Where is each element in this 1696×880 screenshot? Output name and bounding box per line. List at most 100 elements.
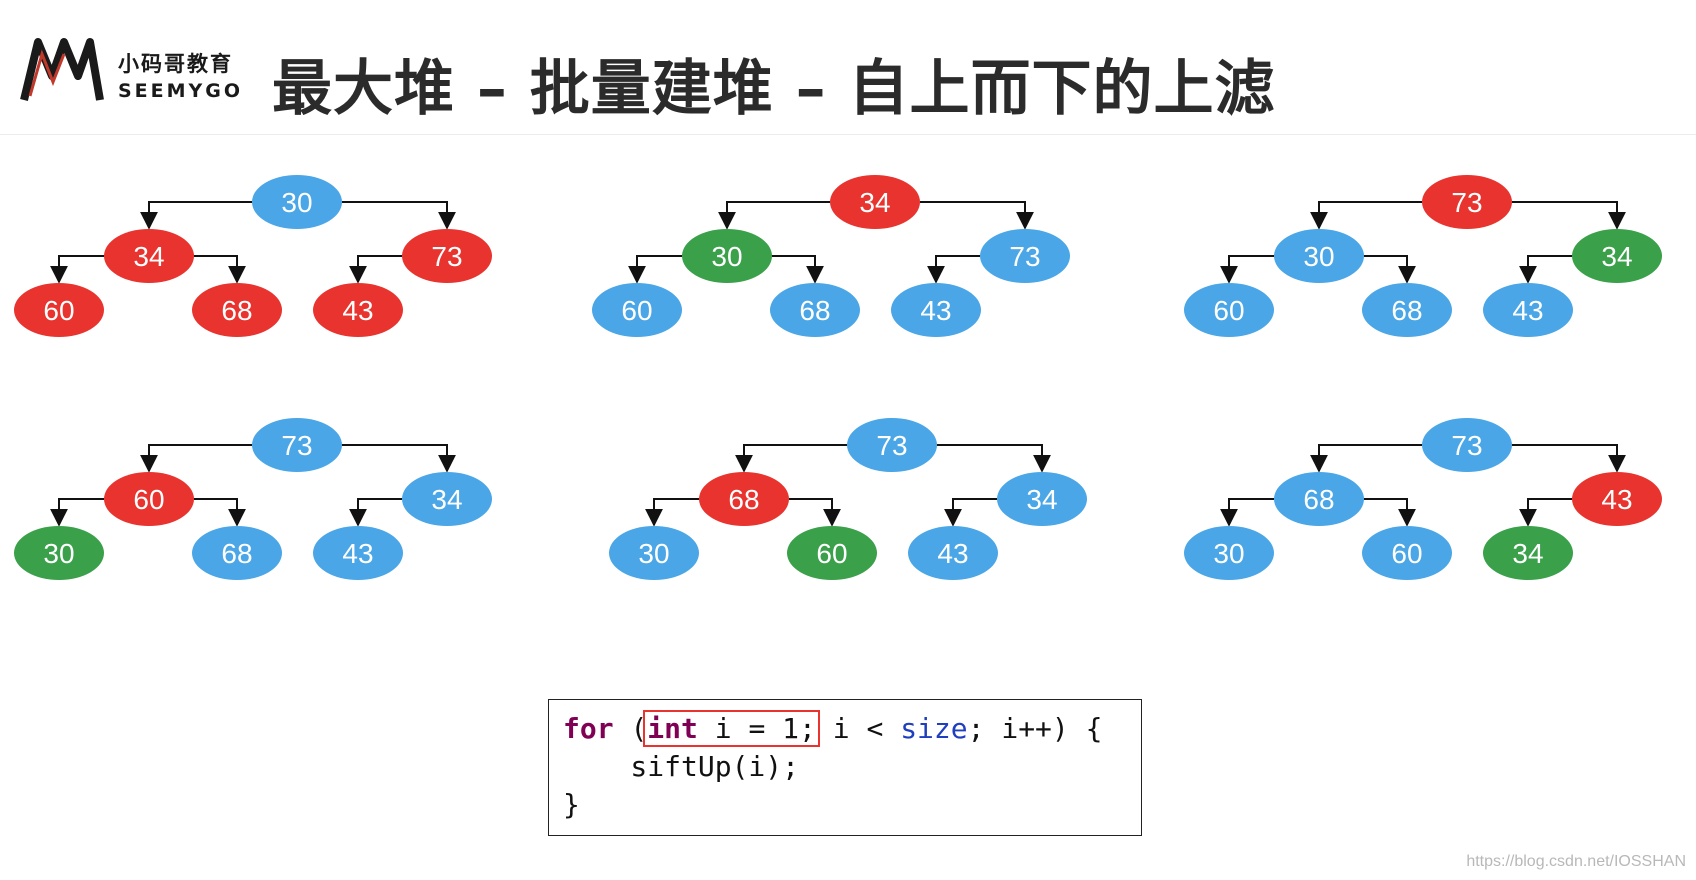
code-keyword-int: int: [647, 712, 698, 745]
tree-node-value: 43: [342, 538, 373, 569]
tree-node: [1362, 526, 1452, 580]
tree-node: [1274, 229, 1364, 283]
tree-node-value: 73: [1451, 430, 1482, 461]
csdn-watermark: https://blog.csdn.net/IOSSHAN: [1466, 853, 1686, 870]
tree-node-value: 30: [711, 241, 742, 272]
tree-node: [1483, 283, 1573, 337]
tree-node: [1274, 472, 1364, 526]
tree-node: [104, 229, 194, 283]
heap-tree-6: 73 68 43 30 60 34: [1184, 418, 1662, 580]
tree-edge: [1220, 255, 1274, 284]
tree-node: [1572, 472, 1662, 526]
code-init-rest: i = 1;: [697, 712, 816, 745]
code-line-siftup: siftUp(i);: [563, 750, 800, 783]
tree-edge: [735, 444, 847, 473]
tree-edge: [628, 255, 682, 284]
code-line-for: for (int i = 1; i < size; i++) {: [563, 710, 1103, 747]
tree-edge: [1519, 255, 1572, 284]
tree-edge: [944, 498, 997, 527]
tree-node-value: 68: [1391, 295, 1422, 326]
tree-node: [252, 418, 342, 472]
tree-node-value: 34: [1512, 538, 1543, 569]
code-increment: ; i++) {: [967, 712, 1103, 745]
tree-edge: [194, 498, 246, 527]
tree-edge: [50, 255, 104, 284]
tree-node-value: 34: [1026, 484, 1057, 515]
tree-edge: [1310, 201, 1422, 230]
tree-node: [1184, 283, 1274, 337]
tree-edge: [140, 444, 252, 473]
tree-node-value: 43: [342, 295, 373, 326]
tree-node: [1422, 418, 1512, 472]
tree-edge: [920, 201, 1034, 230]
code-highlight-init: int i = 1;: [643, 710, 820, 747]
tree-edge: [927, 255, 980, 284]
heap-tree-5: 73 68 34 30 60 43: [609, 418, 1087, 580]
tree-node: [787, 526, 877, 580]
tree-node-value: 34: [133, 241, 164, 272]
tree-edge: [718, 201, 830, 230]
code-condition: i <: [815, 712, 901, 745]
tree-node: [699, 472, 789, 526]
tree-node: [402, 472, 492, 526]
tree-node-value: 68: [728, 484, 759, 515]
tree-node-value: 60: [133, 484, 164, 515]
tree-node: [830, 175, 920, 229]
seemygo-logo: 小码哥教育 SEEMYGO: [20, 36, 242, 106]
tree-edge: [342, 201, 456, 230]
tree-node-value: 34: [859, 187, 890, 218]
tree-node-value: 60: [1213, 295, 1244, 326]
tree-edge: [349, 255, 402, 284]
code-line-close: }: [563, 788, 580, 821]
tree-node: [104, 472, 194, 526]
tree-edge: [1512, 201, 1626, 230]
tree-node: [997, 472, 1087, 526]
tree-node: [847, 418, 937, 472]
code-keyword-for: for: [563, 712, 614, 745]
tree-node: [1483, 526, 1573, 580]
tree-node: [592, 283, 682, 337]
tree-edge: [342, 444, 456, 473]
tree-node: [313, 526, 403, 580]
tree-node-value: 43: [920, 295, 951, 326]
tree-node-value: 30: [638, 538, 669, 569]
tree-node-value: 43: [1601, 484, 1632, 515]
tree-node-value: 68: [1303, 484, 1334, 515]
tree-node: [1184, 526, 1274, 580]
code-snippet: for (int i = 1; i < size; i++) { siftUp(…: [548, 699, 1142, 836]
tree-node-value: 73: [281, 430, 312, 461]
tree-node: [402, 229, 492, 283]
tree-node: [980, 229, 1070, 283]
tree-edge: [140, 201, 252, 230]
tree-edge: [772, 255, 824, 284]
tree-node: [192, 526, 282, 580]
tree-node-value: 73: [876, 430, 907, 461]
tree-node-value: 68: [221, 538, 252, 569]
tree-node-value: 43: [1512, 295, 1543, 326]
tree-node-value: 60: [816, 538, 847, 569]
tree-node-value: 60: [1391, 538, 1422, 569]
tree-node-value: 73: [431, 241, 462, 272]
tree-node-value: 73: [1451, 187, 1482, 218]
tree-edge: [789, 498, 841, 527]
tree-edge: [1512, 444, 1626, 473]
slide-title: 最大堆 – 批量建堆 – 自上而下的上滤: [272, 54, 1276, 124]
tree-node: [891, 283, 981, 337]
tree-node-value: 30: [1213, 538, 1244, 569]
tree-edge: [349, 498, 402, 527]
tree-edge: [1519, 498, 1572, 527]
code-paren: (: [630, 712, 648, 745]
tree-edge: [194, 255, 246, 284]
tree-node-value: 43: [937, 538, 968, 569]
tree-node-value: 60: [621, 295, 652, 326]
m-logo-icon: [20, 38, 104, 101]
tree-node-value: 73: [1009, 241, 1040, 272]
tree-node-value: 30: [43, 538, 74, 569]
tree-node: [192, 283, 282, 337]
tree-node: [1422, 175, 1512, 229]
slide-header: 小码哥教育 SEEMYGO 最大堆 – 批量建堆 – 自上而下的上滤: [0, 0, 1696, 135]
tree-node: [908, 526, 998, 580]
